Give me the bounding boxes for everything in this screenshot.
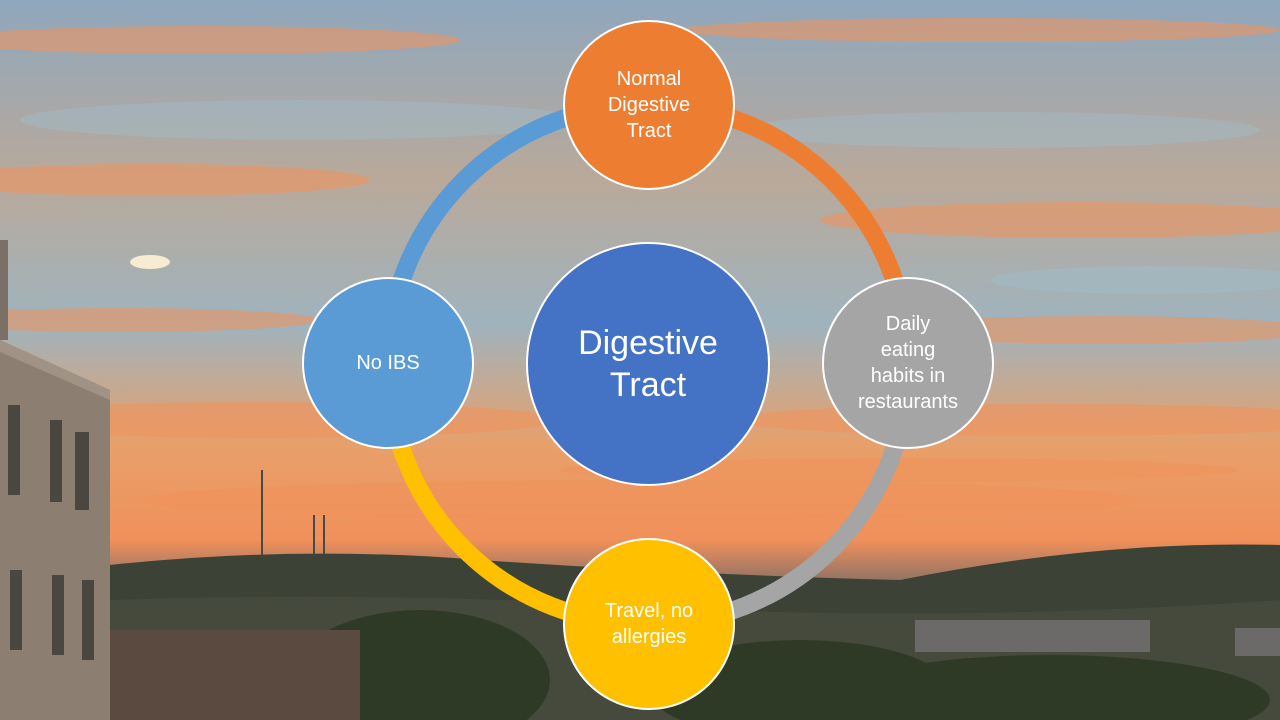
node-label: No IBS: [356, 352, 420, 374]
node-label: Normal Digestive Tract: [607, 68, 691, 142]
node-no-ibs: No IBS: [302, 277, 474, 449]
node-label: Travel, no allergies: [604, 600, 694, 648]
center-node: Digestive Tract: [526, 242, 770, 486]
node-normal-digestive-tract: Normal Digestive Tract: [563, 20, 735, 190]
node-daily-eating-habits: Daily eating habits in restaurants: [822, 277, 994, 449]
node-label: Daily eating habits in restaurants: [857, 313, 959, 413]
node-travel-no-allergies: Travel, no allergies: [563, 538, 735, 710]
center-node-label: Digestive Tract: [578, 323, 718, 405]
